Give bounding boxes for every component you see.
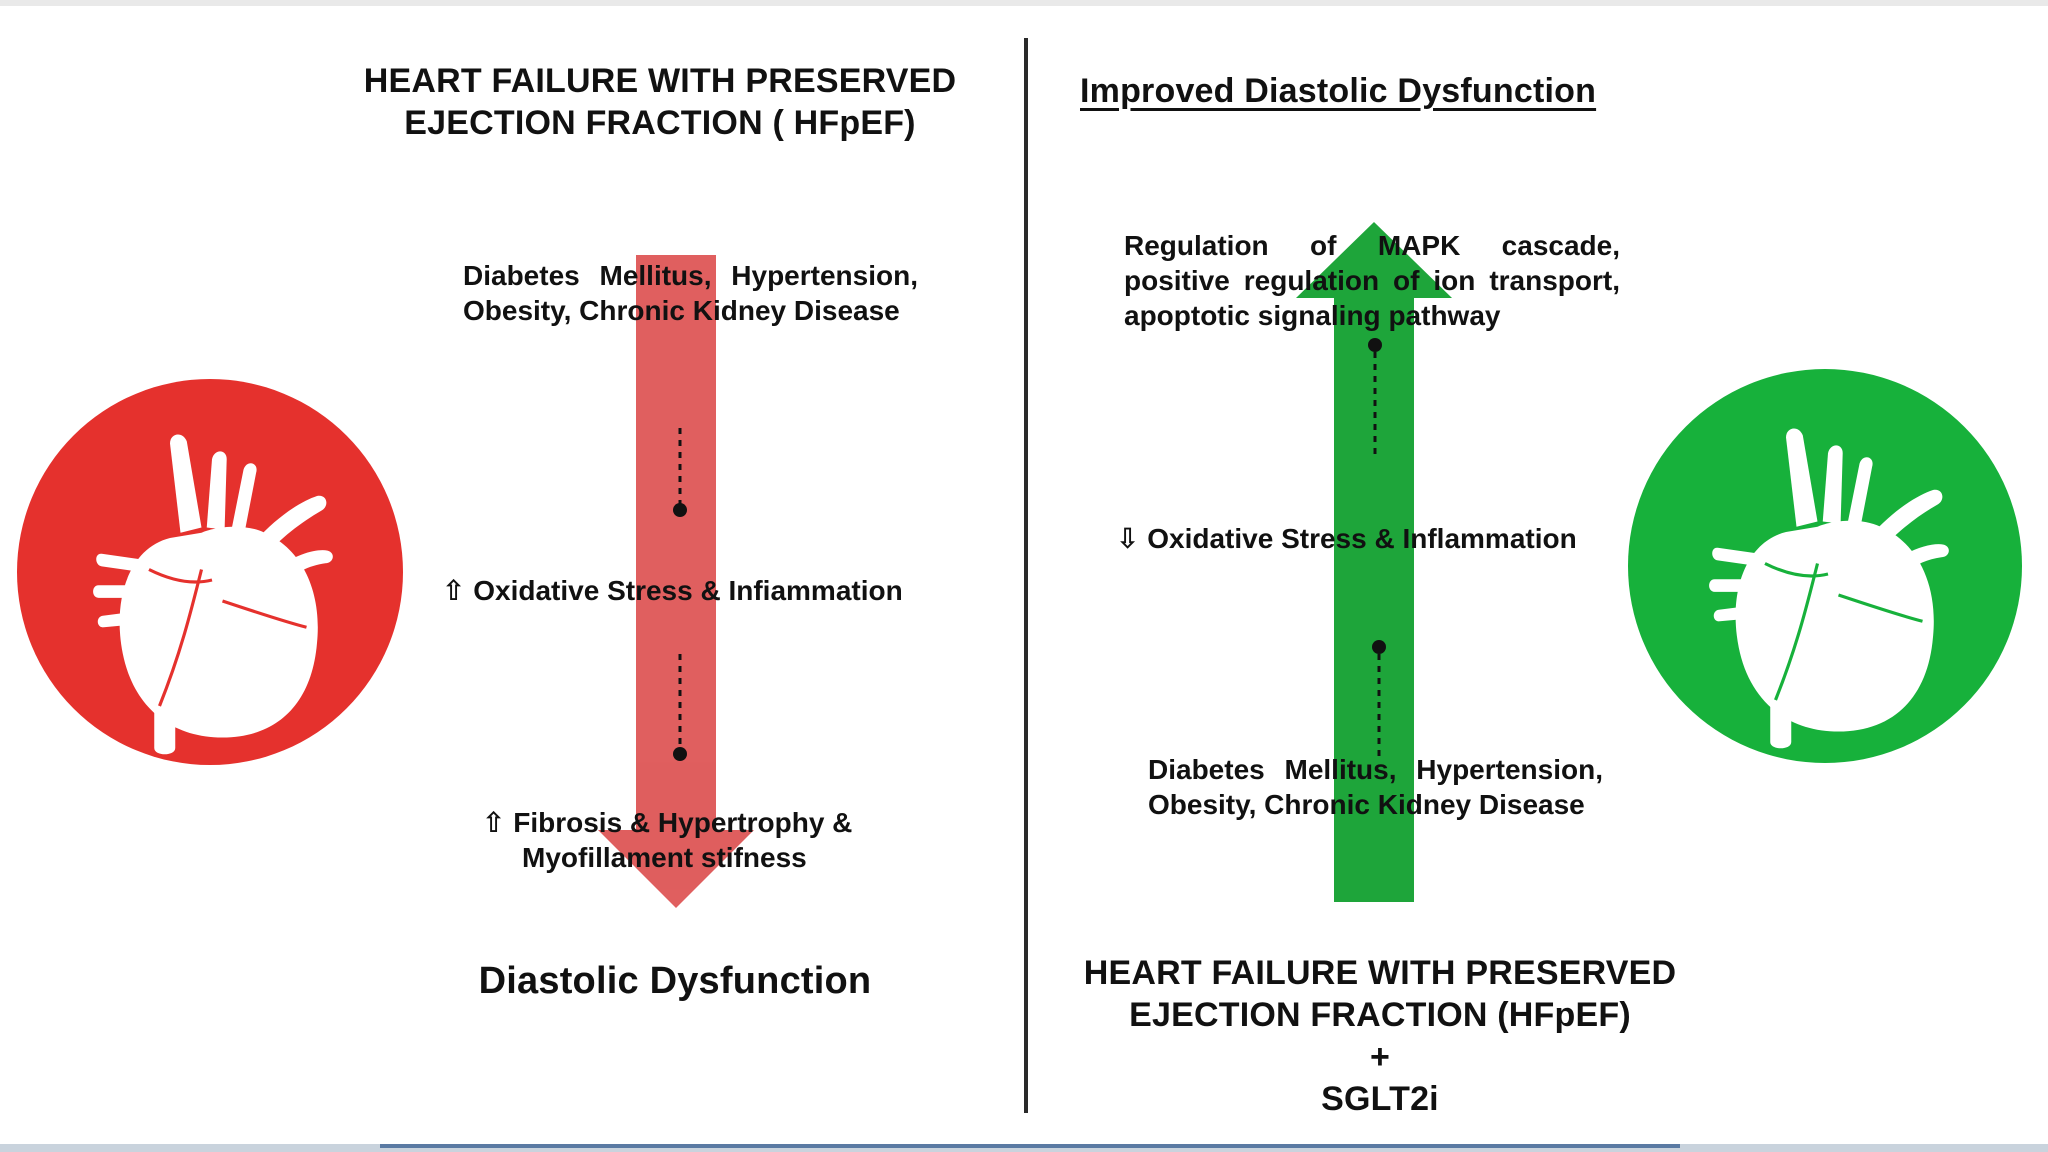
center-divider xyxy=(1024,38,1028,1113)
right-oxidative-stress: ⇩ Oxidative Stress & Inflammation xyxy=(1116,523,1577,554)
right-bottom-line1: HEART FAILURE WITH PRESERVED xyxy=(1083,954,1677,992)
right-title: Improved Diastolic Dysfunction xyxy=(1080,72,1597,110)
right-risk-factors: Diabetes Mellitus, Hypertension, Obesity… xyxy=(1148,754,1603,820)
green-up-arrow xyxy=(1296,222,1452,902)
left-fibrosis: ⇧ Fibrosis & Hypertrophy & Myofillament … xyxy=(482,805,882,875)
left-connector-2 xyxy=(673,654,687,761)
left-fibrosis-line2: Myofillament stifness xyxy=(522,842,807,873)
right-bottom-title: HEART FAILURE WITH PRESERVED EJECTION FR… xyxy=(1060,952,1700,1120)
right-connector-1 xyxy=(1368,338,1382,455)
left-risk-factors: Diabetes Mellitus, Hypertension, Obesity… xyxy=(463,260,918,326)
red-down-arrow xyxy=(598,255,754,908)
right-bottom-line3: SGLT2i xyxy=(1321,1080,1439,1118)
left-title: HEART FAILURE WITH PRESERVED EJECTION FR… xyxy=(363,62,957,142)
top-border xyxy=(0,0,2048,6)
left-connector-1 xyxy=(673,428,687,517)
right-connector-2 xyxy=(1372,640,1386,756)
left-fibrosis-line1: ⇧ Fibrosis & Hypertrophy & xyxy=(482,807,853,838)
left-oxidative-stress: ⇧ Oxidative Stress & Infiammation xyxy=(442,575,903,606)
right-bottom-plus: + xyxy=(1369,1038,1391,1076)
right-bottom-line2: EJECTION FRACTION (HFpEF) xyxy=(1129,996,1631,1034)
bottom-border xyxy=(0,1144,2048,1152)
right-pathways: Regulation of MAPK cascade, positive reg… xyxy=(1124,230,1620,331)
left-outcome: Diastolic Dysfunction xyxy=(478,960,872,1002)
